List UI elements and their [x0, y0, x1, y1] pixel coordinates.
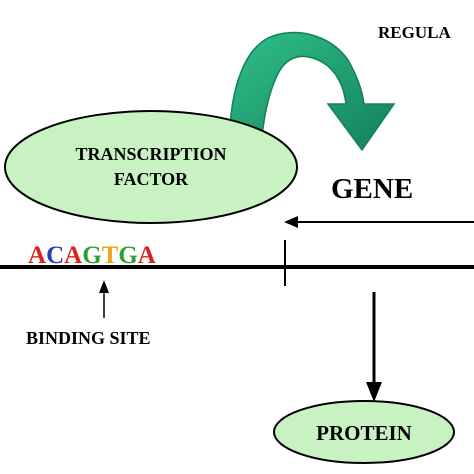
transcription-factor-label-line1: TRANSCRIPTION — [75, 144, 226, 164]
sequence-base: G — [118, 242, 137, 269]
protein-ellipse — [273, 400, 455, 464]
transcription-factor-label-line2: FACTOR — [114, 169, 189, 189]
gene-label: GENE — [331, 173, 413, 205]
sequence-base: A — [64, 242, 82, 269]
sequence-base: C — [46, 242, 64, 269]
sequence-base: G — [82, 242, 101, 269]
sequence-base: A — [138, 242, 156, 269]
sequence-base: A — [28, 242, 46, 269]
binding-site-pointer-arrowhead — [99, 280, 109, 293]
expression-arrowhead — [366, 382, 382, 402]
regulation-label: REGULA — [378, 23, 451, 42]
transcription-factor-ellipse — [4, 110, 298, 224]
binding-site-sequence: ACAGTGA — [28, 242, 156, 269]
gene-direction-arrowhead — [284, 216, 298, 228]
regulation-curved-arrow — [229, 31, 396, 152]
sequence-base: T — [102, 242, 119, 269]
binding-site-label: BINDING SITE — [26, 328, 151, 348]
protein-label: PROTEIN — [316, 421, 412, 445]
